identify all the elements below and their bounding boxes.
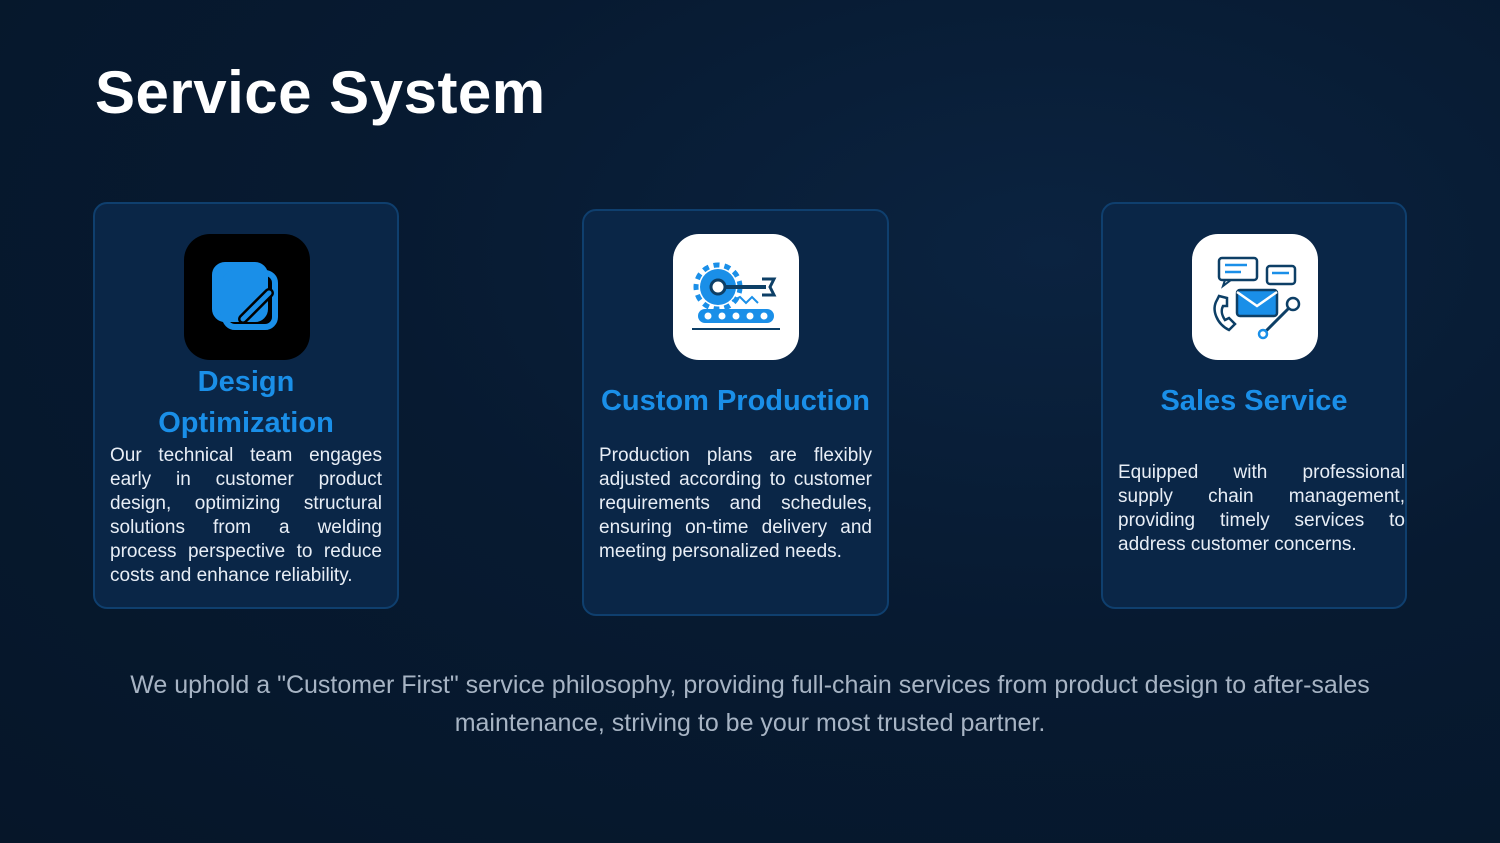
page-title: Service System [95, 59, 546, 126]
design-pen-icon [184, 234, 310, 360]
production-line-icon [673, 234, 799, 360]
service-card-custom-production: Custom Production Production plans are f… [582, 209, 889, 616]
service-card-sales-service: Sales Service Equipped with professional… [1101, 202, 1407, 609]
footer-statement: We uphold a "Customer First" service phi… [130, 671, 1370, 737]
card-title: Design Optimization [158, 366, 334, 439]
card-title: Custom Production [600, 385, 871, 417]
card-description: Equipped with professional supply chain … [1118, 462, 1405, 555]
customer-service-icon [1192, 234, 1318, 360]
service-card-design-optimization: Design Optimization Our technical team e… [93, 202, 399, 609]
card-description: Production plans are flexibly adjusted a… [599, 445, 872, 562]
card-title: Sales Service [1160, 385, 1348, 417]
card-description: Our technical team engages early in cust… [110, 445, 382, 586]
